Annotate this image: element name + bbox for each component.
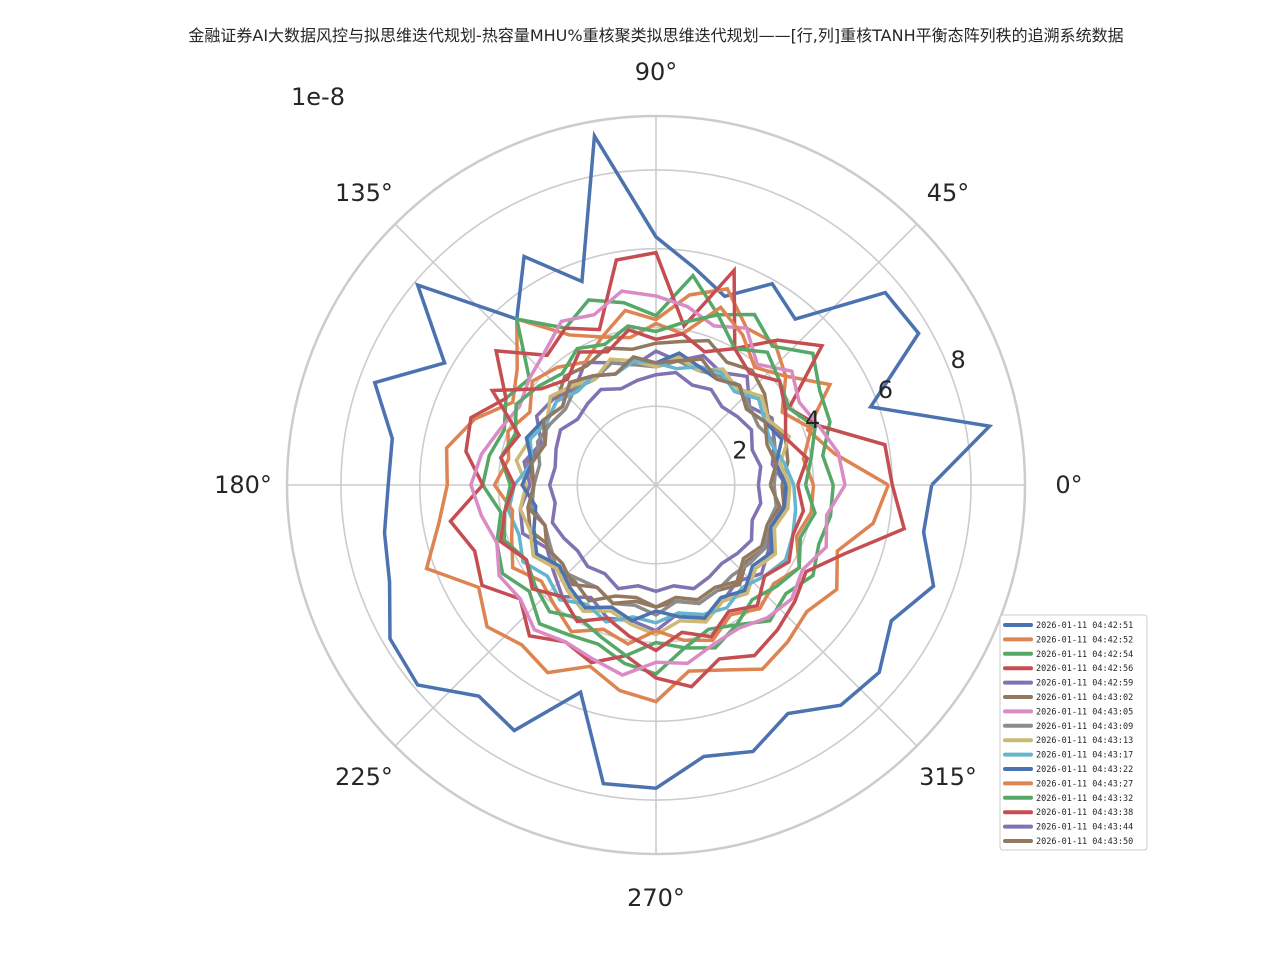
legend-item: 2026-01-11 04:43:13 bbox=[1003, 736, 1133, 746]
radial-tick-label: 6 bbox=[878, 376, 893, 404]
legend-label: 2026-01-11 04:42:54 bbox=[1036, 650, 1133, 660]
series-line-1 bbox=[372, 130, 994, 791]
angle-tick-label: 135° bbox=[335, 179, 393, 207]
series-line-15 bbox=[547, 370, 763, 594]
radial-tick-label: 2 bbox=[732, 436, 747, 464]
angle-tick-label: 0° bbox=[1055, 471, 1082, 499]
series-lines bbox=[372, 130, 994, 791]
series-line-7 bbox=[469, 289, 847, 677]
radial-tick-label: 8 bbox=[951, 346, 966, 374]
legend-item: 2026-01-11 04:43:02 bbox=[1003, 693, 1133, 703]
series-line-9 bbox=[514, 355, 792, 637]
legend-item: 2026-01-11 04:43:09 bbox=[1003, 722, 1133, 732]
legend-item: 2026-01-11 04:43:38 bbox=[1003, 808, 1133, 818]
series-line-16 bbox=[526, 355, 783, 609]
legend-item: 2026-01-11 04:43:17 bbox=[1003, 751, 1133, 761]
legend-label: 2026-01-11 04:42:51 bbox=[1036, 621, 1133, 631]
angle-tick-label: 225° bbox=[335, 763, 393, 791]
legend-label: 2026-01-11 04:43:02 bbox=[1036, 693, 1133, 703]
legend-item: 2026-01-11 04:42:54 bbox=[1003, 650, 1133, 660]
legend-item: 2026-01-11 04:43:22 bbox=[1003, 765, 1133, 775]
angle-tick-label: 90° bbox=[635, 58, 678, 86]
legend-label: 2026-01-11 04:43:32 bbox=[1036, 794, 1133, 804]
legend-box bbox=[999, 614, 1148, 851]
axis-labels: 0° 45° 90° 135° 180° 225° 270° 315° 2 4 6 8 bbox=[214, 58, 1083, 912]
legend-label: 2026-01-11 04:43:05 bbox=[1036, 707, 1133, 717]
legend-label: 2026-01-11 04:43:27 bbox=[1036, 779, 1133, 789]
legend-label: 2026-01-11 04:43:13 bbox=[1036, 736, 1133, 746]
angle-tick-label: 45° bbox=[927, 179, 970, 207]
series-line-12 bbox=[492, 304, 816, 646]
legend-label: 2026-01-11 04:42:52 bbox=[1036, 635, 1133, 645]
legend-label: 2026-01-11 04:43:09 bbox=[1036, 722, 1133, 732]
legend-label: 2026-01-11 04:42:56 bbox=[1036, 664, 1133, 674]
radial-tick-label: 4 bbox=[805, 406, 820, 434]
legend-item: 2026-01-11 04:43:32 bbox=[1003, 794, 1133, 804]
legend-label: 2026-01-11 04:43:38 bbox=[1036, 808, 1133, 818]
legend-label: 2026-01-11 04:43:22 bbox=[1036, 765, 1133, 775]
radial-offset-label: 1e-8 bbox=[291, 83, 345, 111]
legend-item: 2026-01-11 04:42:52 bbox=[1003, 635, 1133, 645]
legend-item: 2026-01-11 04:42:59 bbox=[1003, 679, 1133, 689]
angle-tick-label: 180° bbox=[214, 471, 272, 499]
grid-spoke bbox=[655, 223, 918, 486]
legend: 2026-01-11 04:42:51 2026-01-11 04:42:52 20… bbox=[999, 614, 1148, 851]
series-line-14 bbox=[489, 327, 810, 653]
legend-item: 2026-01-11 04:43:27 bbox=[1003, 779, 1133, 789]
legend-item: 2026-01-11 04:43:05 bbox=[1003, 707, 1133, 717]
chart-title: 金融证券AI大数据风控与拟思维迭代规划-热容量MHU%重核聚类拟思维迭代规划——… bbox=[188, 26, 1124, 45]
legend-label: 2026-01-11 04:42:59 bbox=[1036, 679, 1133, 689]
legend-item: 2026-01-11 04:42:51 bbox=[1003, 621, 1133, 631]
legend-item: 2026-01-11 04:43:44 bbox=[1003, 823, 1133, 833]
legend-item: 2026-01-11 04:42:56 bbox=[1003, 664, 1133, 674]
angle-tick-label: 315° bbox=[919, 763, 977, 791]
polar-grid bbox=[285, 114, 1027, 856]
legend-item: 2026-01-11 04:43:50 bbox=[1003, 837, 1133, 847]
angle-tick-label: 270° bbox=[627, 884, 685, 912]
legend-label: 2026-01-11 04:43:44 bbox=[1036, 823, 1133, 833]
legend-label: 2026-01-11 04:43:17 bbox=[1036, 751, 1133, 761]
legend-label: 2026-01-11 04:43:50 bbox=[1036, 837, 1133, 847]
